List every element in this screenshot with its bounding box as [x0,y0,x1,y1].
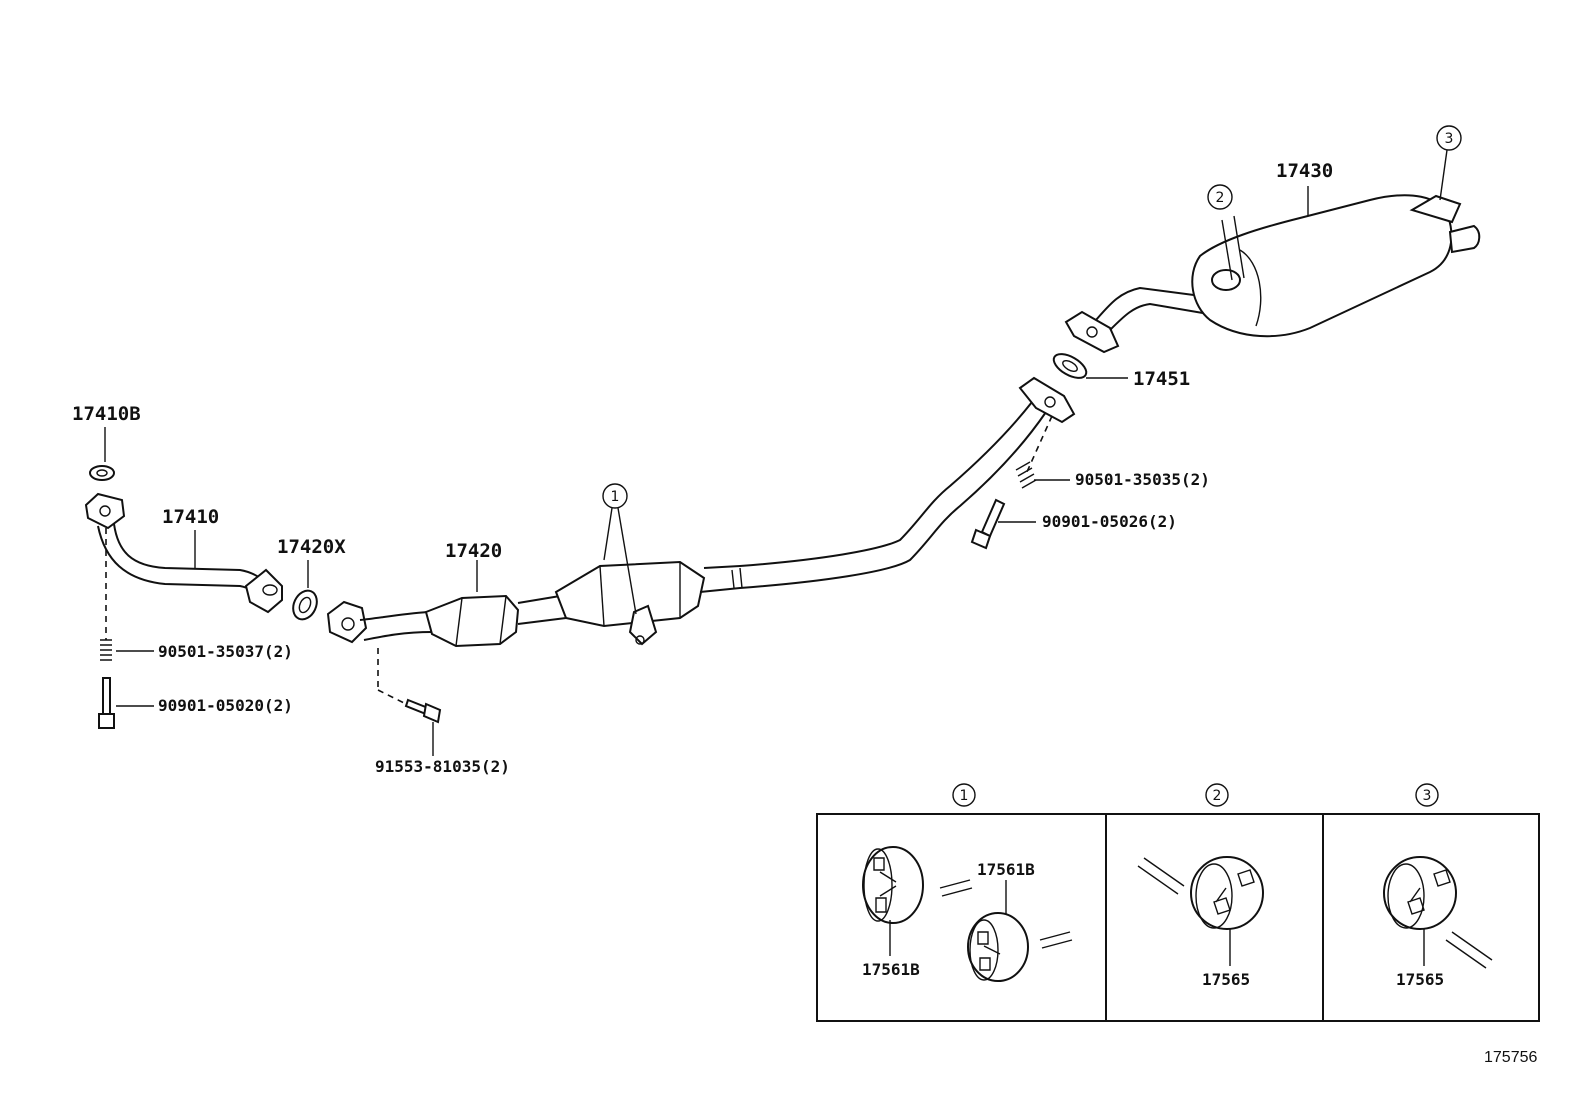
label-17561B-bottom: 17561B [862,960,920,979]
front-exhaust-pipe [84,465,283,614]
label-17565-panel3: 17565 [1396,970,1444,989]
label-17561B-top: 17561B [977,860,1035,879]
svg-text:1: 1 [611,489,620,505]
svg-text:2: 2 [1216,190,1225,206]
spring-90501-35037 [100,639,112,661]
label-17451: 17451 [1133,368,1190,390]
detail-panels: 1 2 3 17561B 17561B [816,783,1540,1022]
hanger-cushion-17565-panel2 [1190,856,1264,930]
label-17565-panel2: 17565 [1202,970,1250,989]
svg-text:2: 2 [1213,788,1222,804]
panel-1-header: 1 [952,783,976,807]
label-90501-35035: 90501-35035(2) [1075,470,1210,489]
label-17430: 17430 [1276,160,1333,182]
svg-text:3: 3 [1423,788,1432,804]
label-17420: 17420 [445,540,502,562]
gasket-17451 [1052,353,1088,379]
label-17420X: 17420X [277,536,346,558]
hanger-cushion-17561B-a [862,846,924,924]
label-90901-05020: 90901-05020(2) [158,696,293,715]
panel-3-header: 3 [1415,783,1439,807]
label-17410: 17410 [162,506,219,528]
label-90501-35037: 90501-35037(2) [158,642,293,661]
figure-id: 175756 [1484,1049,1537,1066]
spring-90501-35035 [1015,461,1037,489]
callout-1-main: 1 [602,483,628,509]
hanger-cushion-17565-panel3 [1383,856,1457,930]
label-17410B: 17410B [72,403,141,425]
svg-text:1: 1 [960,788,969,804]
callout-2-main: 2 [1207,184,1233,210]
panel-2-header: 2 [1205,783,1229,807]
hanger-cushion-17561B-b [967,912,1029,982]
label-91553-81035: 91553-81035(2) [375,757,510,776]
label-90901-05026: 90901-05026(2) [1042,512,1177,531]
bolt-91553-81035 [404,698,442,724]
bolt-90901-05020 [98,677,115,729]
tail-pipe-muffler [1064,194,1481,354]
catalytic-converter-pipe [326,376,1076,648]
callout-3-main: 3 [1436,125,1462,151]
bolt-90901-05026 [970,498,1006,550]
svg-text:3: 3 [1445,131,1454,147]
gasket-17420X [292,589,318,621]
